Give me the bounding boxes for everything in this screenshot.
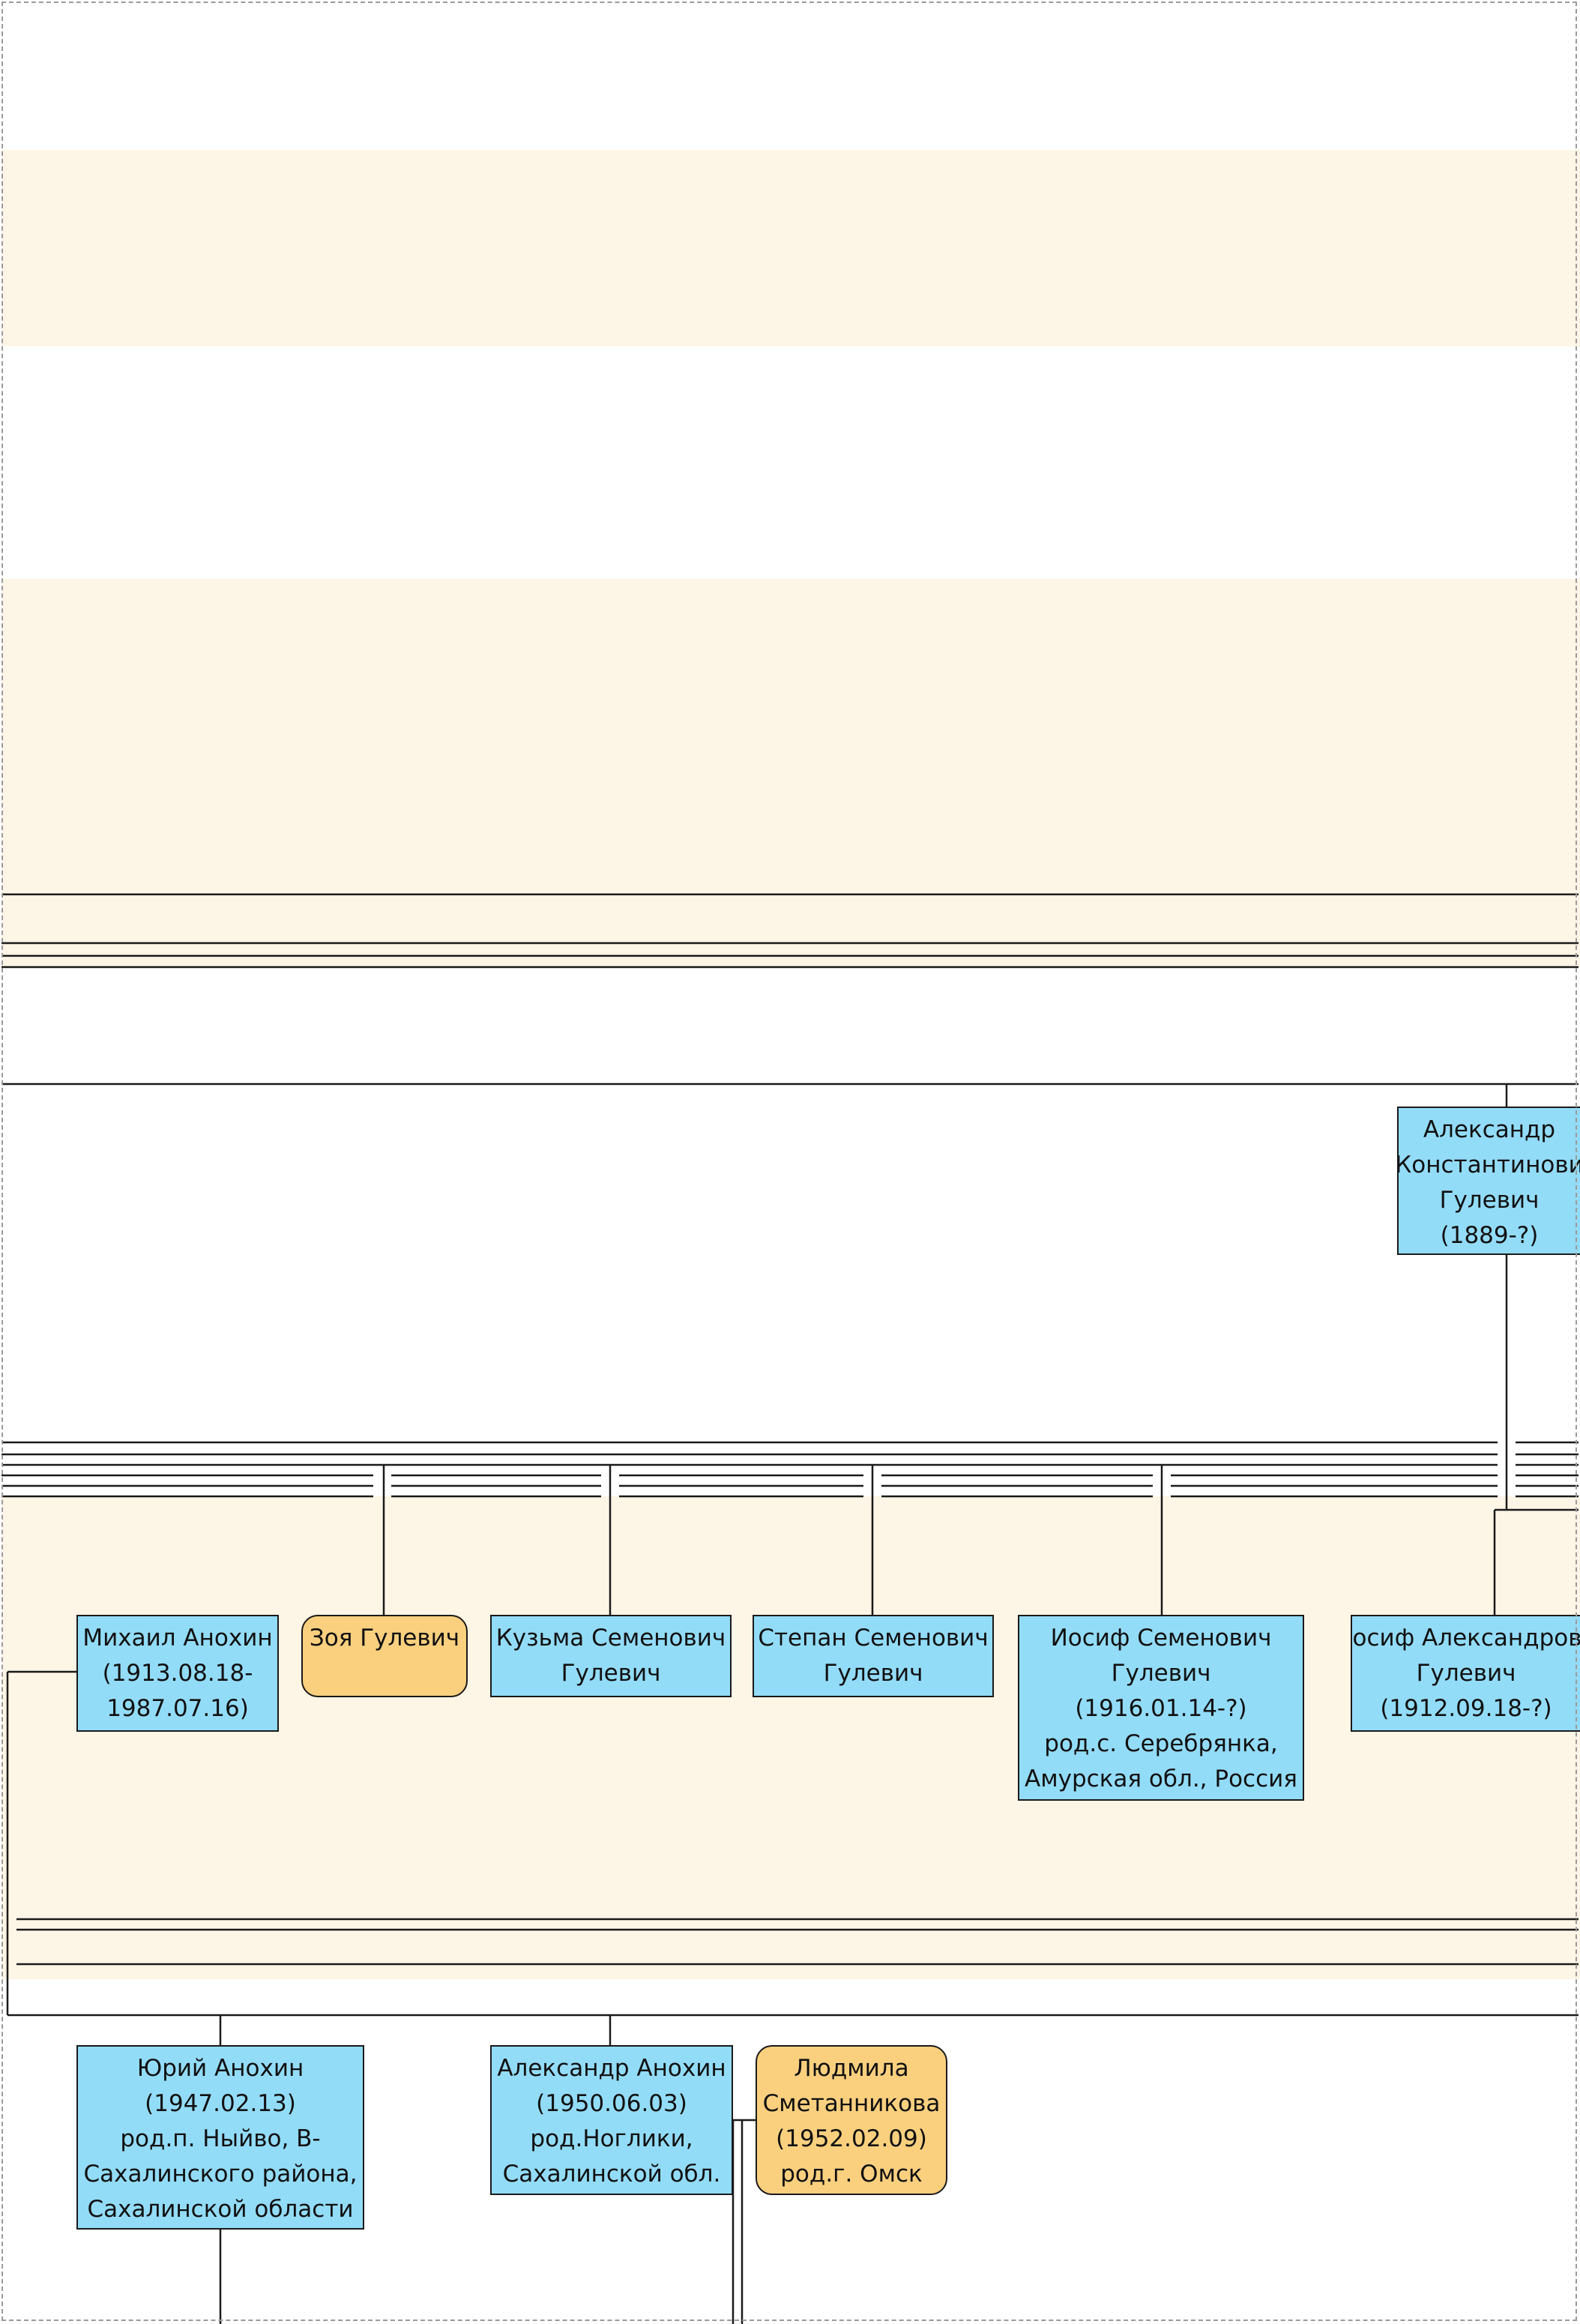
person-text-line: (1889-?) <box>1440 1222 1539 1249</box>
person-text-line: Гулевич <box>561 1660 661 1687</box>
person-text-line: Гулевич <box>1416 1660 1516 1687</box>
generation-band-1 <box>1 150 1580 346</box>
person-text-line: (1913.08.18- <box>102 1660 253 1687</box>
generation-band-3 <box>1 1496 1580 1979</box>
person-text-line: Сметанникова <box>762 2090 941 2117</box>
person-text-line: Гулевич <box>1439 1187 1540 1214</box>
person-text-line: род.Ноглики, <box>530 2125 693 2152</box>
person-text-line: Александр Анохин <box>497 2055 726 2082</box>
person-text-line: Кузьма Семенович <box>495 1625 726 1652</box>
person-text-line: (1952.02.09) <box>776 2125 927 2152</box>
generation-band-2 <box>1 579 1580 967</box>
person-text-line: Михаил Анохин <box>82 1625 273 1652</box>
person-text-line: Константинови <box>1397 1152 1580 1178</box>
person-text-line: Сахалинской обл. <box>502 2161 721 2188</box>
person-text-line: Гулевич <box>823 1660 923 1687</box>
person-text-line: Амурская обл., Россия <box>1025 1765 1297 1792</box>
person-text-line: Людмила <box>794 2055 909 2082</box>
person-text-line: Юрий Анохин <box>136 2055 304 2082</box>
person-text-line: (1950.06.03) <box>536 2090 687 2117</box>
person-text-line: род.с. Серебрянка, <box>1044 1730 1278 1757</box>
person-text-line: Александр <box>1423 1116 1556 1143</box>
person-card-zoya[interactable]: Зоя Гулевич <box>301 1615 468 1697</box>
person-card-aleksandr-a[interactable]: Александр Анохин (1950.06.03) род.Ноглики,… <box>490 2045 733 2195</box>
person-text-line: Сахалинского района, <box>83 2161 358 2188</box>
person-text-line: (1912.09.18-?) <box>1380 1695 1552 1722</box>
person-text-line: 1987.07.16) <box>106 1695 249 1722</box>
person-text-line: Иосиф Семенович <box>1050 1625 1272 1652</box>
person-text-line: род.п. Ныйво, В- <box>120 2125 321 2152</box>
person-text-line: (1916.01.14-?) <box>1075 1695 1247 1722</box>
person-card-mikhail[interactable]: Михаил Анохин (1913.08.18- 1987.07.16) <box>76 1615 279 1732</box>
person-text-line: Иосиф Александрови <box>1352 1625 1580 1652</box>
person-text-line: Степан Семенович <box>758 1625 989 1652</box>
person-card-yuri[interactable]: Юрий Анохин (1947.02.13) род.п. Ныйво, В- С… <box>76 2045 364 2230</box>
person-text-line: Гулевич <box>1111 1660 1211 1687</box>
person-text-line: Зоя Гулевич <box>309 1625 460 1652</box>
person-text-line: (1947.02.13) <box>145 2090 296 2117</box>
person-text-line: род.г. Омск <box>780 2161 923 2188</box>
person-text-line: Сахалинской области <box>87 2196 354 2223</box>
